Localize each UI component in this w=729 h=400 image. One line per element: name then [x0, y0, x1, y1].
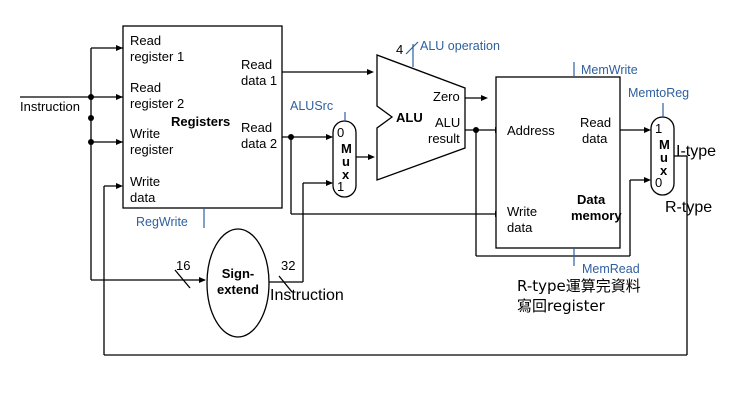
alusrc-mux-input-0: 0	[337, 125, 344, 140]
data-memory-title: Data	[577, 192, 606, 207]
data-memory-block: Address Read data Write data Data memory…	[495, 62, 651, 276]
read-data-2-label: Read	[241, 120, 272, 135]
arrowhead	[116, 94, 123, 100]
instruction-input: Instruction 16	[20, 45, 206, 289]
sign-extend-ellipse	[206, 228, 270, 338]
memtoreg-mux-input-0: 0	[655, 175, 662, 190]
arrowhead	[326, 180, 333, 186]
memread-label: MemRead	[582, 262, 640, 276]
write-back-path	[103, 155, 688, 356]
arrowhead	[481, 95, 488, 101]
alu-result-label: result	[428, 131, 460, 146]
alu-result-label: ALU	[435, 115, 460, 130]
memtoreg-mux-letter: M	[659, 137, 670, 152]
read-data-1-label: Read	[241, 57, 272, 72]
write-data-label: Write	[130, 174, 160, 189]
write-data-label: data	[130, 190, 156, 205]
memtoreg-mux-input-1: 1	[655, 121, 662, 136]
sign-extend-block: Sign- extend 32 Instruction	[206, 180, 344, 338]
alu-result-wires	[465, 127, 651, 257]
write-back-note: R-type運算完資料	[517, 277, 641, 295]
instruction-label: Instruction	[20, 99, 80, 114]
sign-extend-input-width: 16	[176, 258, 190, 273]
arrowhead	[326, 134, 333, 140]
registers-block: Read register 1 Read register 2 Write re…	[122, 25, 283, 209]
alusrc-mux: 0 M u x 1 ALUSrc	[290, 99, 375, 198]
arrowhead	[116, 139, 123, 145]
alusrc-mux-letter: x	[342, 167, 350, 182]
memory-read-data-label: Read	[580, 115, 611, 130]
alusrc-mux-letter: M	[341, 141, 352, 156]
sign-extend-title: extend	[217, 282, 259, 297]
registers-box	[122, 25, 283, 209]
write-back-note: 寫回register	[517, 297, 606, 315]
sign-extend-output-width: 32	[281, 258, 295, 273]
address-label: Address	[507, 123, 555, 138]
alu-title: ALU	[396, 110, 423, 125]
alusrc-label: ALUSrc	[290, 99, 333, 113]
memtoreg-mux: 1 M u x 0 MemtoReg	[628, 86, 689, 196]
regwrite-control: RegWrite	[136, 208, 205, 229]
r-type-annotation: R-type	[665, 199, 712, 216]
memtoreg-mux-letter: u	[660, 150, 668, 165]
write-register-label: Write	[130, 126, 160, 141]
memtoreg-label: MemtoReg	[628, 86, 689, 100]
read-register-1-label: register 1	[130, 49, 184, 64]
regwrite-label: RegWrite	[136, 215, 188, 229]
arrowhead	[116, 45, 123, 51]
alu-operation-label: ALU operation	[420, 39, 500, 53]
registers-title: Registers	[171, 114, 230, 129]
write-register-label: register	[130, 142, 174, 157]
memtoreg-mux-letter: x	[660, 163, 668, 178]
sign-extend-title: Sign-	[222, 266, 255, 281]
arrowhead	[644, 127, 651, 133]
bus-width-slash	[278, 275, 293, 293]
alu-operation-slash	[405, 41, 419, 55]
i-type-annotation: I-type	[676, 143, 716, 160]
alu-block: ALU Zero ALU result 4 ALU operation	[376, 39, 500, 181]
alusrc-mux-input-1: 1	[337, 179, 344, 194]
arrowhead	[367, 69, 374, 75]
bus-width-slash	[174, 269, 191, 289]
junction-dot	[88, 115, 94, 121]
arrowhead	[644, 177, 651, 183]
data-memory-box	[495, 76, 621, 249]
read-register-2-label: Read	[130, 80, 161, 95]
read-data-2-label: data 2	[241, 136, 277, 151]
read-data-1-label: data 1	[241, 73, 277, 88]
memory-write-data-label: Write	[507, 204, 537, 219]
alu-zero-label: Zero	[433, 89, 460, 104]
memory-write-data-label: data	[507, 220, 533, 235]
annotations: I-type R-type R-type運算完資料 寫回register	[517, 143, 716, 315]
memory-read-data-label: data	[582, 131, 608, 146]
instruction-annotation: Instruction	[270, 287, 344, 304]
memwrite-label: MemWrite	[581, 63, 638, 77]
read-register-2-label: register 2	[130, 96, 184, 111]
data-memory-title: memory	[571, 208, 622, 223]
arrowhead	[116, 183, 123, 189]
alusrc-mux-letter: u	[342, 154, 350, 169]
alu-operation-width: 4	[396, 42, 403, 57]
read-register-1-label: Read	[130, 33, 161, 48]
arrowhead	[199, 277, 206, 283]
arrowhead	[368, 154, 375, 160]
